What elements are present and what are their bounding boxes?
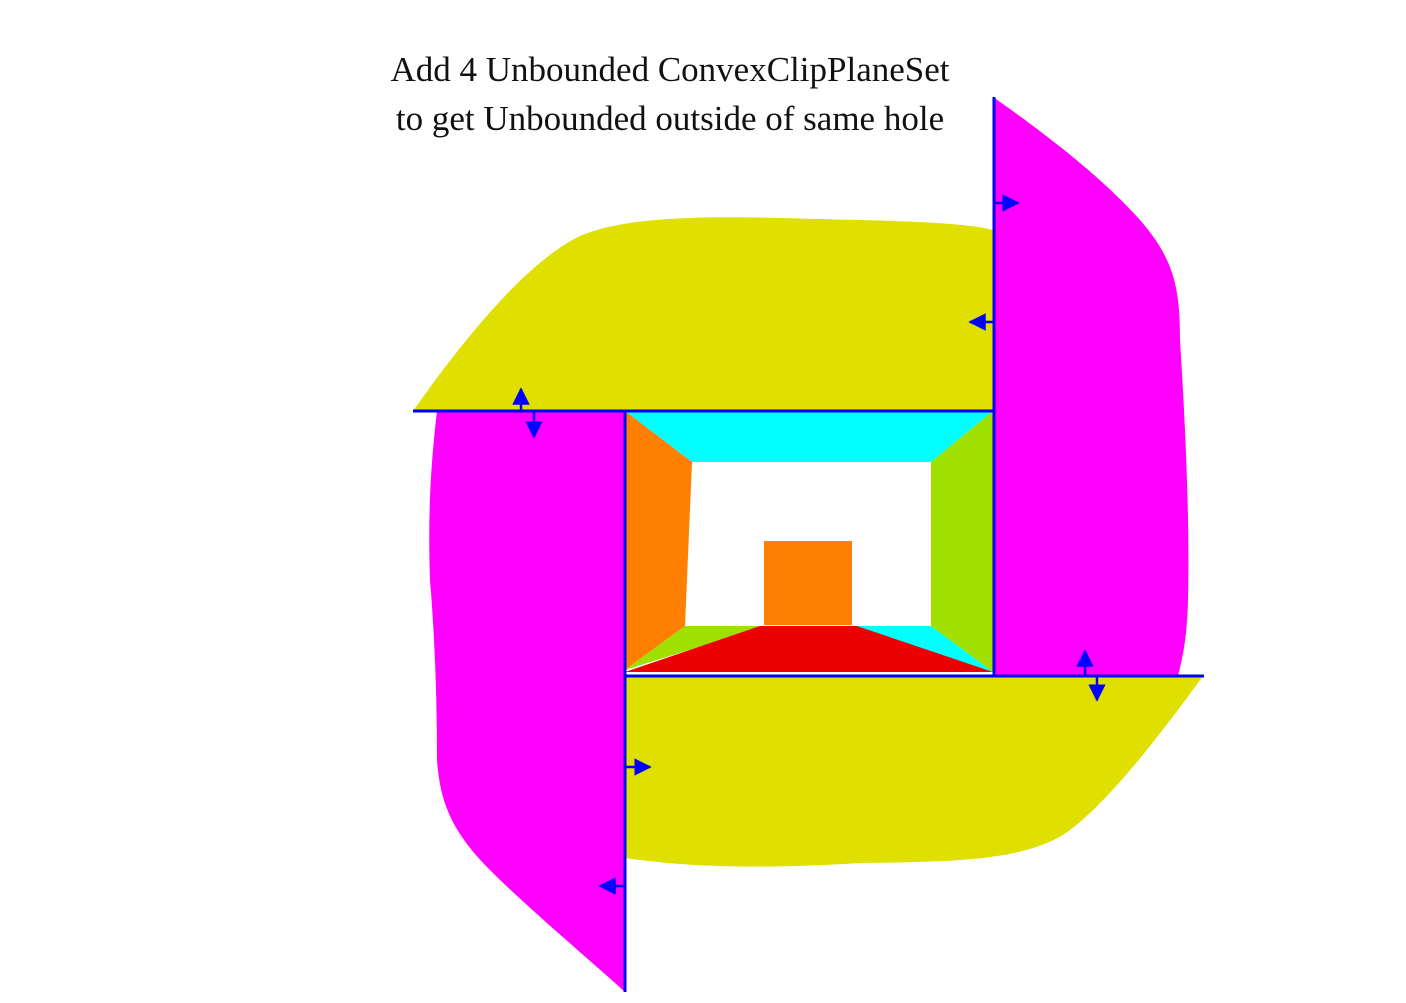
title-line-2: to get Unbounded outside of same hole [395,99,945,138]
top-yellow-region [413,217,993,411]
left-orange-face [625,411,692,670]
bottom-yellow-region [625,676,1203,867]
bottom-red-face [625,624,993,672]
left-magenta-region [429,411,625,992]
title-line-1: Add 4 Unbounded ConvexClipPlaneSet [390,50,950,89]
top-cyan-face [625,411,993,462]
diagram-title: Add 4 Unbounded ConvexClipPlaneSet to ge… [330,45,1010,143]
right-green-face [931,411,993,672]
clip-plane-arrows [512,194,1106,895]
center-orange-tab [764,541,852,625]
right-magenta-region [993,97,1189,676]
clip-plane-lines [413,97,1204,992]
